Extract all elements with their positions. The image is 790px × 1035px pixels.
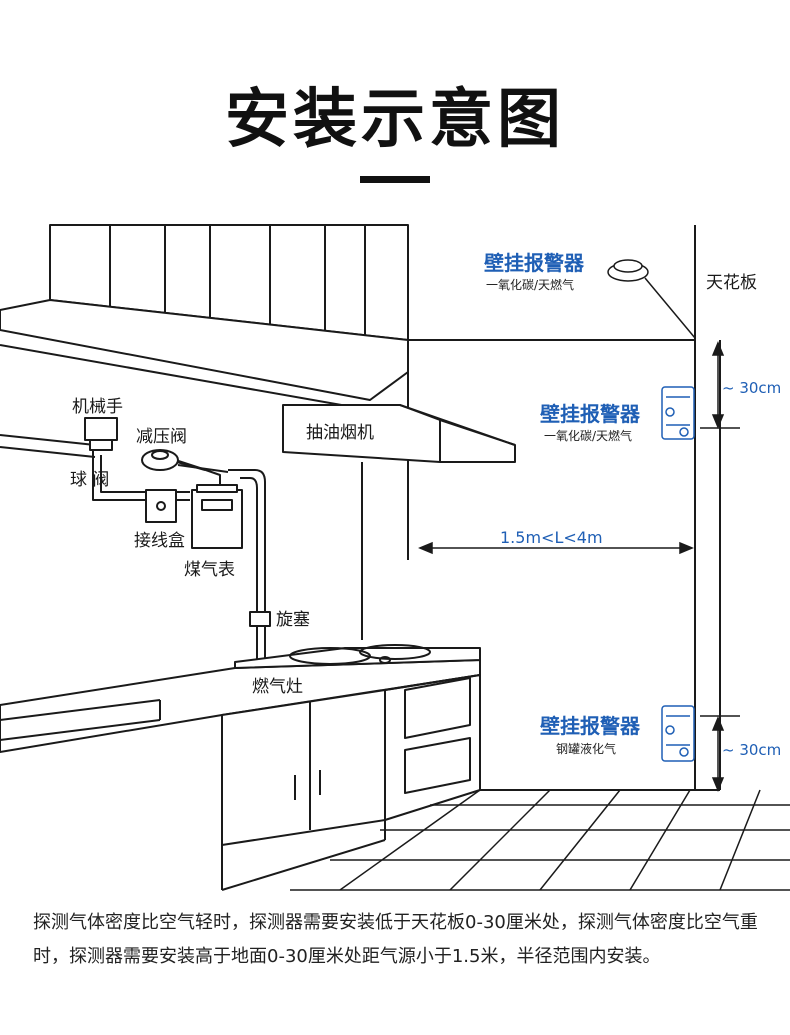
pressure-valve (141, 449, 229, 473)
gas-meter-label: 煤气表 (184, 560, 235, 580)
junction-box-label: 接线盒 (134, 531, 185, 551)
alarm-subtitle-upper: 一氧化碳/天燃气 (544, 429, 633, 443)
page-title: 安装示意图 (225, 83, 565, 157)
mechanical-hand-label: 机械手 (72, 397, 123, 417)
title-underline (360, 176, 430, 183)
stove-label: 燃气灶 (252, 677, 303, 697)
upper-cabinets (0, 224, 409, 411)
alarm-title-ceiling: 壁挂报警器 (484, 251, 584, 275)
distance-dimension: 1.5m<L<4m (500, 528, 603, 547)
alarm-subtitle-ceiling: 一氧化碳/天燃气 (486, 278, 575, 292)
alarm-title-lower: 壁挂报警器 (540, 714, 640, 738)
junction-box (145, 489, 177, 523)
lower-cabinets (221, 674, 700, 891)
plug-valve-label: 旋塞 (276, 610, 310, 630)
wall-alarm-icon (661, 705, 695, 762)
alarm-title-upper: 壁挂报警器 (540, 402, 640, 426)
stove (234, 644, 481, 669)
ceiling-detector-icon (607, 259, 696, 339)
wall-alarm-icon (661, 386, 695, 440)
ceiling-label: 天花板 (706, 273, 757, 293)
gas-meter (191, 484, 243, 549)
bottom-gap-dimension: ~ 30cm (722, 741, 782, 759)
installation-description: 探测气体密度比空气轻时，探测器需要安装低于天花板0-30厘米处，探测气体密度比空… (33, 912, 758, 967)
range-hood-label: 抽油烟机 (306, 423, 374, 443)
mechanical-hand (84, 417, 118, 451)
pressure-valve-label: 减压阀 (136, 427, 187, 447)
alarm-subtitle-lower: 钢罐液化气 (556, 742, 617, 756)
ball-valve-label: 球 阀 (70, 470, 110, 490)
range-hood (282, 404, 516, 463)
plug-valve (249, 611, 271, 627)
floor-tiles (290, 789, 790, 891)
top-gap-dimension: ~ 30cm (722, 379, 782, 397)
